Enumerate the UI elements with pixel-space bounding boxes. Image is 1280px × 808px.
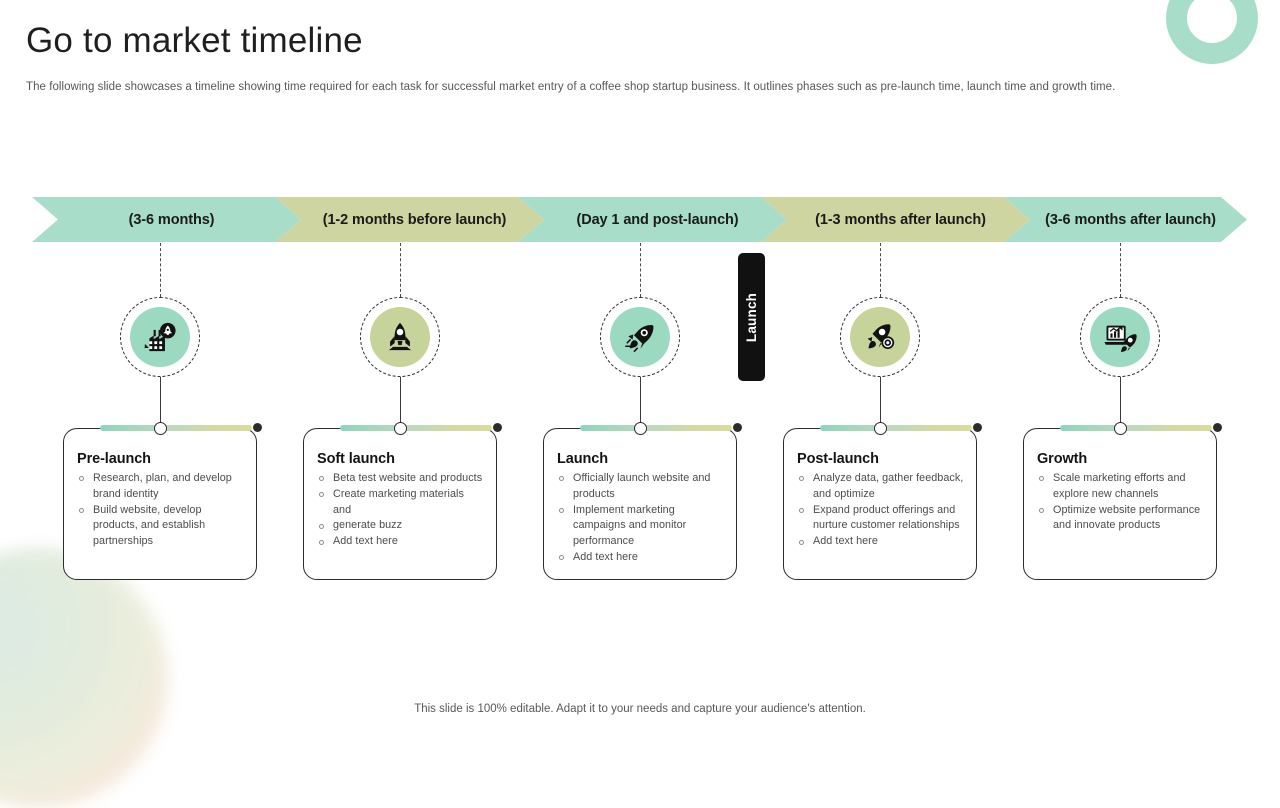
card-connector-knob xyxy=(1114,422,1127,435)
phase-chevron-5: (3-6 months after launch) xyxy=(1004,197,1247,242)
card-bullet: Optimize website performance and innovat… xyxy=(1036,503,1204,535)
phase-chevron-2: (1-2 months before launch) xyxy=(275,197,544,242)
phase-chevron-1: (3-6 months) xyxy=(32,197,301,242)
phase-chevron-label: (3-6 months) xyxy=(128,211,215,228)
dashed-connector-4 xyxy=(880,243,881,297)
milestone-node-5 xyxy=(1080,297,1160,377)
card-bullet: Research, plan, and develop brand identi… xyxy=(76,471,244,503)
node-stem-2 xyxy=(400,377,401,428)
node-stem-5 xyxy=(1120,377,1121,428)
page-subtitle: The following slide showcases a timeline… xyxy=(26,81,1116,93)
card-bullet-list: Scale marketing efforts and explore new … xyxy=(1036,471,1204,534)
card-title: Pre-launch xyxy=(77,451,151,467)
node-stem-1 xyxy=(160,377,161,428)
factory-rocket-icon xyxy=(130,307,190,367)
card-bullet: Expand product offerings and nurture cus… xyxy=(796,503,964,535)
launch-marker: Launch xyxy=(738,253,765,381)
card-accent-bar xyxy=(340,425,492,431)
laptop-growth-rocket-icon xyxy=(1090,307,1150,367)
card-bullet: Create marketing materials and xyxy=(316,487,484,519)
phase-chevron-label: (1-2 months before launch) xyxy=(322,211,507,228)
node-stem-4 xyxy=(880,377,881,428)
milestone-node-1 xyxy=(120,297,200,377)
node-stem-3 xyxy=(640,377,641,428)
card-bullet: Build website, develop products, and est… xyxy=(76,503,244,550)
footer-note: This slide is 100% editable. Adapt it to… xyxy=(414,703,866,715)
card-bullet: generate buzz xyxy=(316,518,484,534)
rocket-upright-icon xyxy=(370,307,430,367)
card-bullet: Add text here xyxy=(316,534,484,550)
card-bullet: Implement marketing campaigns and monito… xyxy=(556,503,724,550)
phase-band: (3-6 months) (1-2 months before launch) (D… xyxy=(32,197,1247,242)
dashed-connector-5 xyxy=(1120,243,1121,297)
card-accent-bar xyxy=(820,425,972,431)
card-corner-dot xyxy=(493,423,502,432)
card-corner-dot xyxy=(253,423,262,432)
card-corner-dot xyxy=(733,423,742,432)
card-title: Growth xyxy=(1037,451,1088,467)
card-connector-knob xyxy=(874,422,887,435)
dashed-connector-2 xyxy=(400,243,401,297)
phase-chevron-label: (Day 1 and post-launch) xyxy=(576,211,739,228)
dashed-connector-1 xyxy=(160,243,161,297)
decorative-gradient-blob xyxy=(0,548,168,808)
card-title: Soft launch xyxy=(317,451,395,467)
card-accent-bar xyxy=(100,425,252,431)
decorative-ring xyxy=(1166,0,1258,64)
card-bullet: Analyze data, gather feedback, and optim… xyxy=(796,471,964,503)
card-bullet: Beta test website and products xyxy=(316,471,484,487)
card-corner-dot xyxy=(1213,423,1222,432)
card-connector-knob xyxy=(394,422,407,435)
rocket-target-icon xyxy=(850,307,910,367)
phase-chevron-label: (1-3 months after launch) xyxy=(815,211,986,228)
card-bullet: Officially launch website and products xyxy=(556,471,724,503)
dashed-connector-3 xyxy=(640,243,641,297)
card-title: Post-launch xyxy=(797,451,879,467)
launch-marker-label: Launch xyxy=(744,292,760,342)
milestone-node-4 xyxy=(840,297,920,377)
card-connector-knob xyxy=(154,422,167,435)
card-connector-knob xyxy=(634,422,647,435)
card-bullet: Scale marketing efforts and explore new … xyxy=(1036,471,1204,503)
card-bullet: Add text here xyxy=(556,550,724,566)
card-accent-bar xyxy=(1060,425,1212,431)
milestone-node-3 xyxy=(600,297,680,377)
phase-chevron-3: (Day 1 and post-launch) xyxy=(518,197,787,242)
card-title: Launch xyxy=(557,451,608,467)
rocket-launch-icon xyxy=(610,307,670,367)
page-title: Go to market timeline xyxy=(26,21,363,60)
milestone-node-2 xyxy=(360,297,440,377)
card-corner-dot xyxy=(973,423,982,432)
card-bullet-list: Research, plan, and develop brand identi… xyxy=(76,471,244,550)
card-accent-bar xyxy=(580,425,732,431)
phase-chevron-4: (1-3 months after launch) xyxy=(761,197,1030,242)
card-bullet-list: Analyze data, gather feedback, and optim… xyxy=(796,471,964,550)
card-bullet: Add text here xyxy=(796,534,964,550)
phase-chevron-label: (3-6 months after launch) xyxy=(1045,211,1216,228)
